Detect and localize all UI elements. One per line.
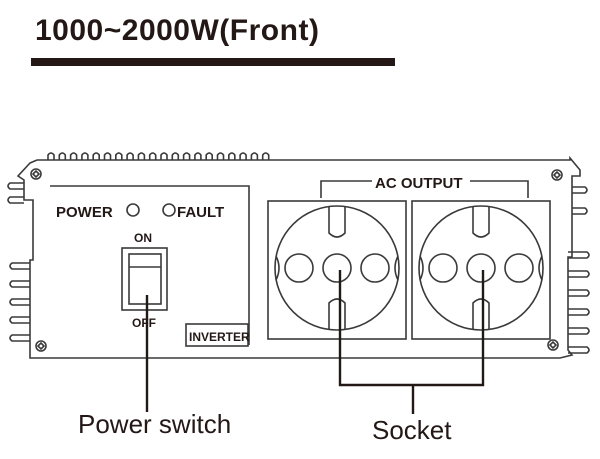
fin — [9, 298, 30, 306]
ridge — [160, 152, 168, 160]
fin — [568, 346, 590, 354]
ridge — [69, 152, 78, 160]
right-heat-fins — [568, 186, 590, 354]
ridge — [126, 152, 134, 160]
screw-icon-bottom-left — [35, 340, 47, 352]
screw-icon-top-right — [551, 169, 563, 181]
left-heat-fins — [7, 182, 30, 342]
inverter-badge — [185, 323, 249, 347]
ridge — [92, 152, 100, 160]
ac-output-label: AC OUTPUT — [375, 175, 463, 192]
power-label: POWER — [56, 204, 113, 221]
control-panel-frame — [50, 185, 250, 345]
fault-led-icon — [162, 203, 176, 217]
power-led-icon — [126, 203, 140, 217]
ridge — [228, 152, 236, 160]
fin — [568, 251, 590, 259]
fin — [572, 207, 588, 215]
fin — [568, 289, 590, 297]
fin — [7, 182, 24, 190]
ridge — [250, 152, 259, 160]
socket-callout: Socket — [372, 415, 452, 445]
ridge — [239, 152, 247, 160]
diagram-title: 1000~2000W(Front) — [35, 14, 320, 47]
socket-frame-right — [411, 200, 551, 340]
fin — [568, 308, 590, 316]
socket-leader-left — [338, 270, 485, 387]
earth-clip-bottom — [328, 298, 346, 330]
socket-frame-left — [267, 200, 407, 340]
socket-icon — [418, 205, 544, 331]
ridge — [205, 152, 213, 160]
switch-on-label: ON — [134, 231, 152, 245]
side-notch — [275, 255, 280, 281]
power-switch-bezel — [121, 247, 168, 311]
top-ridges — [47, 152, 270, 160]
ridge — [58, 152, 67, 160]
power-switch-rocker — [128, 253, 162, 305]
screw-icon-bottom-right — [547, 339, 559, 351]
ridge — [115, 152, 123, 160]
ridge — [103, 152, 112, 160]
title-underline — [31, 58, 395, 66]
ridge — [182, 152, 191, 160]
ridge — [171, 152, 180, 160]
fin — [9, 334, 30, 342]
ridge — [137, 152, 146, 160]
ridge — [148, 152, 157, 160]
earth-clip-bottom — [472, 298, 490, 330]
fin — [7, 196, 24, 204]
ridge — [216, 152, 225, 160]
fin — [568, 327, 590, 335]
socket-icon — [274, 205, 400, 331]
fin — [9, 262, 30, 270]
earth-clip-top — [328, 206, 346, 238]
fin — [568, 270, 590, 278]
switch-off-label: OFF — [132, 316, 156, 330]
fin — [9, 280, 30, 288]
power-switch-callout: Power switch — [78, 409, 231, 439]
side-notch — [419, 255, 424, 281]
earth-clip-top — [472, 206, 490, 238]
side-notch — [394, 255, 399, 281]
ridge — [261, 152, 270, 160]
screw-icon-top-left — [30, 168, 42, 180]
ridge — [47, 152, 55, 160]
fault-label: FAULT — [177, 204, 224, 221]
fin — [9, 316, 30, 324]
ridge — [194, 152, 202, 160]
fin — [572, 186, 588, 194]
ridge — [81, 152, 89, 160]
inverter-badge-label: INVERTER — [189, 330, 250, 344]
side-notch — [538, 255, 543, 281]
ac-output-bracket — [320, 180, 529, 198]
